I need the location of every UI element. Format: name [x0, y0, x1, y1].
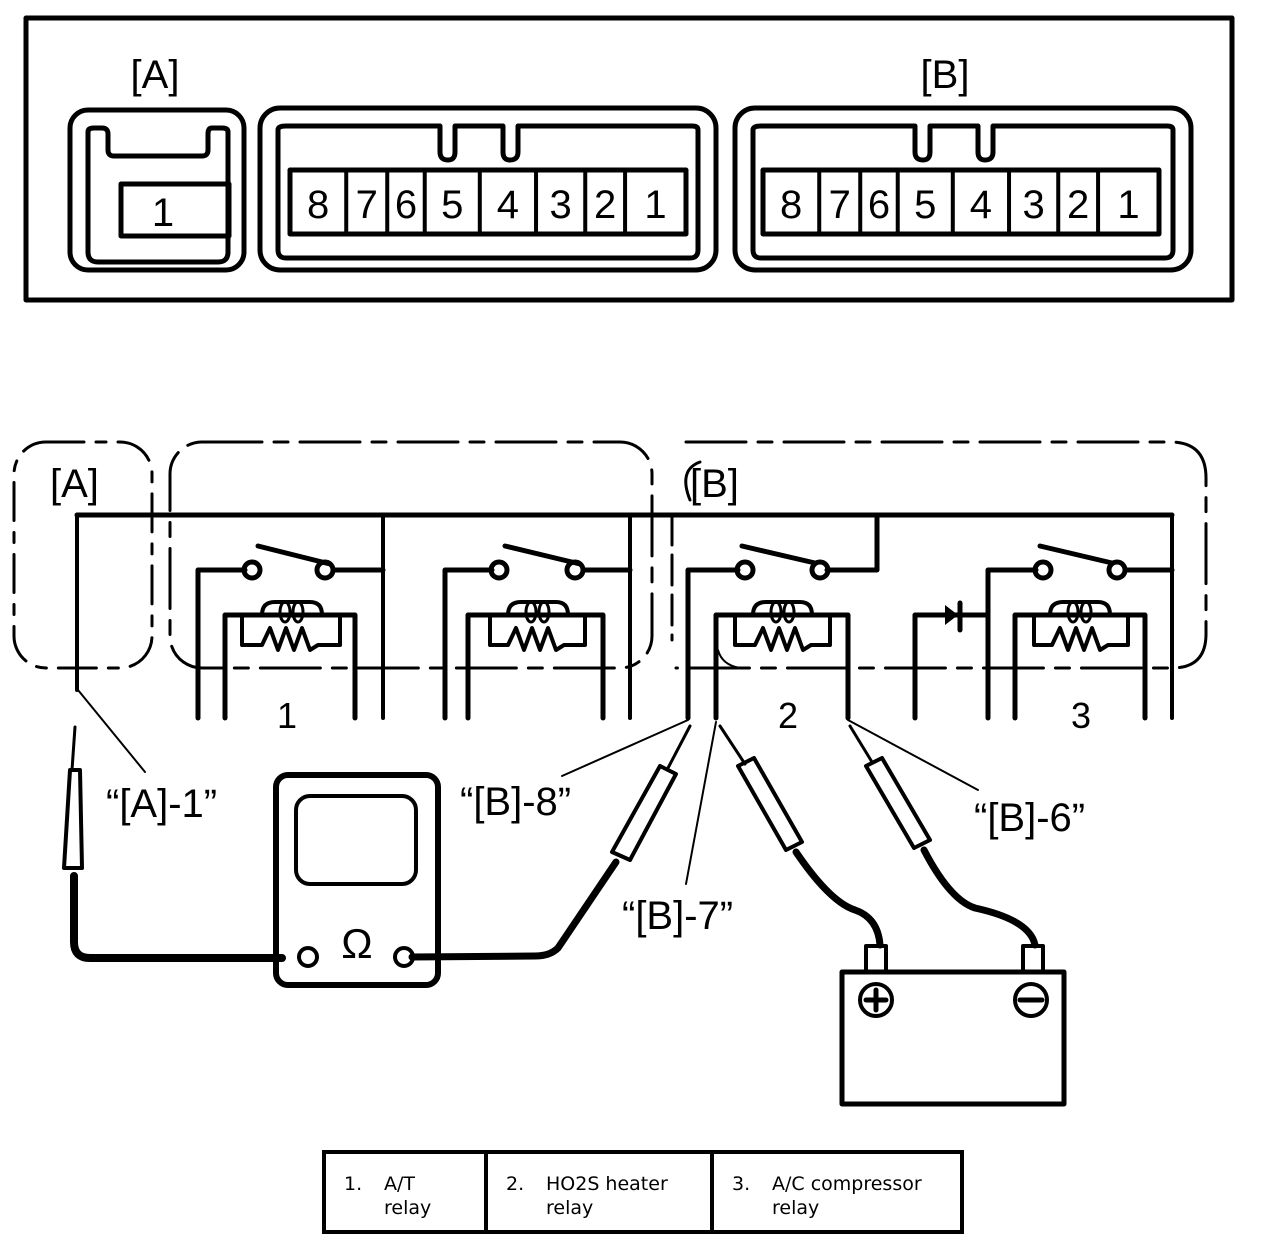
- relay-1b: [442, 543, 633, 721]
- relay-number-3: 3: [1071, 695, 1091, 736]
- relay-2: [685, 512, 880, 721]
- group-a-outline: [12, 440, 154, 670]
- connector-b-right-pin-2: 2: [1067, 183, 1089, 227]
- ohmmeter: Ω: [273, 772, 441, 988]
- relay-2-coil-icon: [733, 600, 832, 652]
- legend-cell-3: 3. A/C compressor relay: [714, 1154, 960, 1230]
- connector-b-right-pin-8: 8: [780, 183, 802, 227]
- connector-b-left-pin-3: 3: [550, 183, 572, 227]
- minus-icon: [1013, 982, 1049, 1018]
- callout-b7-leader: [685, 721, 717, 885]
- group-b-arc: [684, 460, 702, 502]
- connector-b-label: [B]: [921, 53, 970, 97]
- connector-b-right-pin-3: 3: [1023, 183, 1045, 227]
- connector-a-pin: 1: [152, 191, 174, 235]
- probe-b6: [848, 724, 1039, 949]
- connector-b-left-pin-7: 7: [356, 183, 378, 227]
- callout-b6: “[B]-6”: [974, 796, 1085, 840]
- battery: [839, 944, 1067, 1107]
- relay-1-coil-icon: [240, 600, 342, 652]
- relay-group-1-outline: [168, 440, 654, 670]
- connector-b-left-pin-6: 6: [395, 183, 417, 227]
- probe-a1: [62, 725, 286, 962]
- legend-text: A/T relay: [384, 1173, 432, 1219]
- connector-b-right-pin-1: 1: [1117, 183, 1139, 227]
- legend-num: 3.: [732, 1173, 751, 1195]
- connector-b-right-pin-4: 4: [970, 183, 992, 227]
- ohm-symbol-icon: Ω: [341, 920, 372, 967]
- connector-b-right-pin-5: 5: [914, 183, 936, 227]
- legend-cell-2: 2. HO2S heater relay: [488, 1154, 714, 1230]
- diode-icon: [912, 600, 991, 721]
- relay-number-1: 1: [277, 695, 297, 736]
- connector-b-left-pin-4: 4: [497, 183, 519, 227]
- callout-b8-leader: [561, 719, 689, 777]
- connector-b-left-pin-8: 8: [307, 183, 329, 227]
- relay-1-switch-icon: [255, 543, 333, 567]
- callout-a1-leader: [77, 689, 146, 773]
- relay-3-coil-icon: [1032, 600, 1130, 652]
- group-b-label: [B]: [690, 462, 739, 506]
- relay-legend-table: 1. A/T relay 2. HO2S heater relay 3. A/C…: [322, 1150, 964, 1234]
- connector-panel-frame: [23, 15, 1235, 303]
- legend-text: A/C compressor relay: [772, 1173, 922, 1219]
- ohmmeter-terminal-com: [297, 946, 319, 968]
- battery-positive-terminal: [864, 944, 888, 974]
- callout-a1: “[A]-1”: [106, 782, 217, 826]
- relay-1-contact-icon: [241, 559, 263, 581]
- relay-1b-coil-icon: [488, 600, 587, 652]
- ohmmeter-terminal-v: [393, 946, 415, 968]
- callout-b8: “[B]-8”: [460, 780, 571, 824]
- callout-b7: “[B]-7”: [622, 894, 733, 938]
- connector-b-left-pin-2: 2: [594, 183, 616, 227]
- legend-num: 2.: [506, 1173, 525, 1195]
- connector-a-label: [A]: [131, 53, 180, 97]
- probe-b7: [718, 724, 884, 949]
- probe-b8: [408, 724, 692, 961]
- callout-b6-leader: [847, 719, 979, 791]
- plus-icon: [858, 982, 894, 1018]
- legend-text: HO2S heater relay: [546, 1173, 668, 1219]
- legend-num: 1.: [344, 1173, 363, 1195]
- battery-negative-terminal: [1021, 944, 1045, 974]
- connector-b-right-pin-6: 6: [868, 183, 890, 227]
- relay-number-2: 2: [778, 695, 798, 736]
- connector-b-left-pin-1: 1: [644, 183, 666, 227]
- relay-3: [912, 513, 1175, 721]
- legend-cell-1: 1. A/T relay: [326, 1154, 488, 1230]
- connector-a: 1: [67, 107, 247, 273]
- power-bus: [74, 512, 1175, 692]
- connector-b-right-pin-7: 7: [829, 183, 851, 227]
- group-b-outline: [674, 440, 1208, 670]
- ohmmeter-display: [294, 794, 418, 886]
- connector-b-left-pin-5: 5: [441, 183, 463, 227]
- relay-1: [195, 513, 386, 721]
- group-a-label: [A]: [50, 462, 99, 506]
